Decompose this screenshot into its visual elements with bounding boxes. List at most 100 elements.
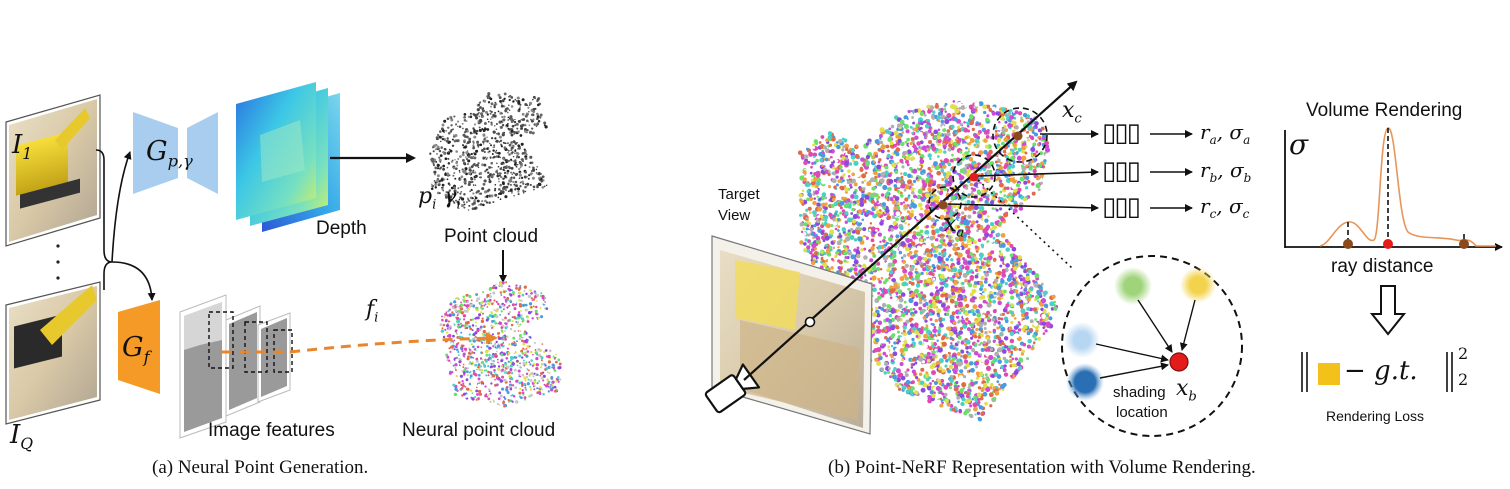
cloud-point (932, 222, 937, 226)
cloud-point (529, 336, 532, 339)
cloud-point (462, 151, 465, 154)
cloud-point (471, 207, 475, 211)
cloud-point (519, 387, 522, 390)
cloud-point (530, 118, 532, 121)
cloud-point (487, 370, 490, 374)
cloud-point (491, 363, 494, 366)
cloud-point (556, 376, 560, 379)
cloud-point (980, 276, 985, 281)
cloud-point (486, 136, 488, 138)
cloud-point (445, 311, 448, 314)
cloud-point (475, 386, 478, 389)
cloud-point (925, 260, 930, 265)
cloud-point (473, 130, 475, 133)
cloud-point (434, 173, 436, 176)
cloud-point (908, 250, 913, 255)
cloud-point (1002, 149, 1007, 154)
cloud-point (529, 183, 532, 187)
cloud-point (956, 172, 959, 176)
cloud-point (930, 243, 935, 247)
cloud-point (481, 187, 485, 191)
cloud-point (969, 182, 974, 187)
cloud-point (1020, 352, 1024, 356)
cloud-point (477, 166, 480, 169)
cloud-point (498, 180, 500, 183)
cloud-point (517, 119, 521, 123)
cloud-point (493, 125, 496, 127)
cloud-point (489, 392, 492, 395)
cloud-point (432, 150, 435, 153)
cloud-point (500, 294, 503, 296)
cloud-point (998, 383, 1001, 386)
cloud-point (521, 318, 525, 322)
cloud-point (510, 377, 514, 381)
cloud-point (863, 255, 868, 260)
cloud-point (507, 351, 511, 355)
cloud-point (491, 333, 494, 336)
cloud-point (476, 345, 480, 349)
cloud-point (460, 301, 463, 304)
cloud-point (483, 122, 487, 125)
cloud-point (987, 262, 991, 265)
cloud-point (461, 394, 464, 397)
cloud-point (944, 102, 948, 106)
cloud-point (971, 271, 975, 274)
cloud-point (506, 296, 510, 300)
cloud-point (1004, 199, 1008, 203)
cloud-point (503, 115, 506, 119)
cloud-point (471, 197, 474, 200)
cloud-point (945, 299, 949, 303)
cloud-point (940, 378, 945, 383)
cloud-point (1051, 294, 1056, 299)
cloud-point (514, 386, 517, 390)
cloud-point (503, 319, 505, 321)
cloud-point (483, 391, 486, 394)
cloud-point (971, 127, 975, 132)
cloud-point (959, 260, 964, 265)
cloud-point (830, 136, 836, 142)
cloud-point (479, 349, 482, 351)
cloud-point (490, 335, 493, 338)
cloud-point (472, 146, 475, 150)
cloud-point (820, 250, 824, 254)
cloud-point (449, 302, 453, 306)
cloud-point (984, 401, 988, 406)
cloud-point (801, 189, 805, 192)
cloud-point (482, 312, 484, 315)
cloud-point (526, 320, 530, 323)
cloud-point (930, 322, 934, 326)
cloud-point (896, 330, 900, 334)
cloud-point (505, 317, 507, 320)
cloud-point (1029, 287, 1034, 292)
cloud-point (974, 274, 979, 279)
cloud-point (512, 171, 515, 174)
cloud-point (877, 232, 883, 237)
cloud-point (540, 315, 544, 319)
cloud-point (468, 140, 470, 142)
cloud-point (1000, 296, 1004, 300)
cloud-point (512, 290, 515, 294)
cloud-point (506, 169, 510, 173)
cloud-point (500, 104, 504, 108)
cloud-point (844, 143, 850, 149)
cloud-point (456, 200, 460, 204)
cloud-point (488, 180, 492, 184)
cloud-point (1003, 153, 1007, 157)
cloud-point (477, 377, 481, 381)
cloud-point (442, 323, 446, 327)
cloud-point (474, 196, 478, 200)
cloud-point (901, 165, 905, 169)
cloud-point (956, 351, 961, 356)
cloud-point (490, 161, 493, 165)
cloud-point (483, 163, 487, 167)
cloud-point (1014, 255, 1019, 260)
cloud-point (440, 146, 444, 149)
cloud-point (901, 152, 905, 156)
cloud-point (461, 298, 464, 301)
cloud-point (501, 99, 505, 103)
cloud-point (473, 113, 477, 117)
cloud-point (541, 343, 544, 345)
cloud-point (510, 141, 513, 143)
cloud-point (948, 330, 953, 334)
cloud-point (949, 314, 955, 320)
